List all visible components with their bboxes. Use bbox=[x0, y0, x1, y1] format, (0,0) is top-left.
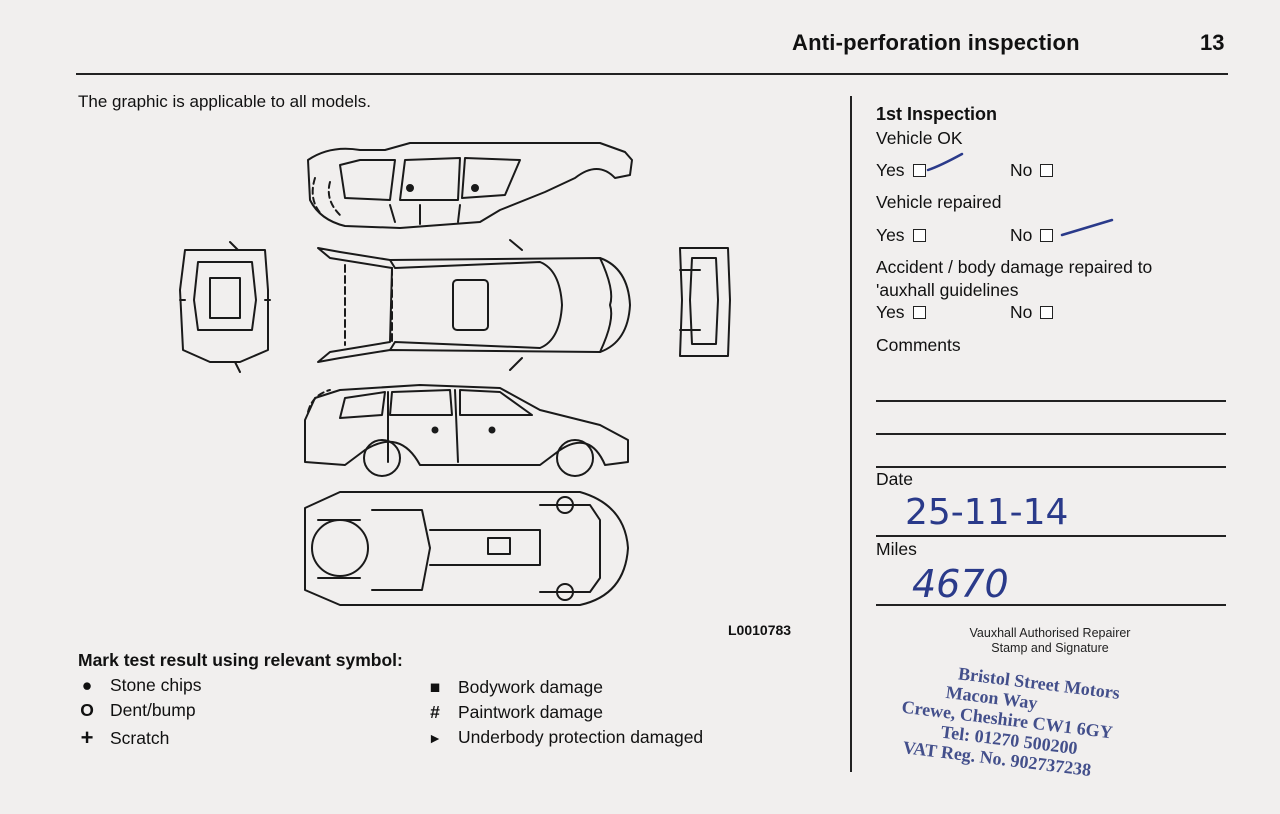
q2-yes-label: Yes bbox=[876, 225, 905, 245]
q1-no-label: No bbox=[1010, 160, 1033, 180]
legend-item-bodywork: ■ Bodywork damage bbox=[420, 677, 603, 698]
intro-text: The graphic is applicable to all models. bbox=[78, 92, 371, 111]
q3-yes-option[interactable]: Yes bbox=[876, 302, 926, 323]
q2-label: Vehicle repaired bbox=[876, 192, 1002, 212]
q1-yes-checkbox[interactable] bbox=[912, 164, 926, 177]
q2-yes-checkbox[interactable] bbox=[912, 229, 926, 242]
comments-line-1 bbox=[876, 400, 1226, 402]
figure-code: L0010783 bbox=[728, 622, 792, 638]
q1-yes-label: Yes bbox=[876, 160, 905, 180]
legend-label: Stone chips bbox=[110, 675, 202, 695]
date-label: Date bbox=[876, 469, 913, 489]
page-number: 13 bbox=[1200, 30, 1225, 55]
comments-line-3 bbox=[876, 466, 1226, 468]
legend-label: Scratch bbox=[110, 727, 170, 748]
q1-yes-tick bbox=[926, 152, 964, 172]
car-roof-view bbox=[317, 239, 631, 371]
q2-no-tick bbox=[1060, 218, 1114, 237]
page-title: Anti-perforation inspection bbox=[792, 30, 1080, 55]
legend-label: Bodywork damage bbox=[458, 677, 603, 697]
car-side-view bbox=[304, 384, 629, 477]
car-rear-view bbox=[679, 247, 731, 357]
miles-line bbox=[876, 604, 1226, 606]
legend-item-dent: O Dent/bump bbox=[72, 700, 196, 721]
q3-label-line1: Accident / body damage repaired to bbox=[876, 257, 1153, 277]
car-underbody-view bbox=[304, 491, 629, 606]
q1-no-option[interactable]: No bbox=[1010, 160, 1054, 181]
column-divider bbox=[850, 96, 852, 772]
underbody-icon: ► bbox=[428, 729, 442, 746]
date-value[interactable]: 25-11-14 bbox=[905, 492, 1069, 533]
q1-label: Vehicle OK bbox=[876, 128, 963, 148]
header-rule bbox=[76, 73, 1228, 75]
car-side-panel-top bbox=[307, 142, 633, 229]
q3-no-option[interactable]: No bbox=[1010, 302, 1054, 323]
dent-icon: O bbox=[80, 700, 94, 720]
date-line bbox=[876, 535, 1226, 537]
q2-no-label: No bbox=[1010, 225, 1033, 245]
q2-yes-option[interactable]: Yes bbox=[876, 225, 926, 246]
legend-item-scratch: + Scratch bbox=[72, 725, 170, 751]
q1-yes-option[interactable]: Yes bbox=[876, 160, 926, 181]
miles-value[interactable]: 4670 bbox=[912, 562, 1009, 606]
q3-label-line2: 'auxhall guidelines bbox=[876, 280, 1019, 300]
q1-no-checkbox[interactable] bbox=[1040, 164, 1054, 177]
bodywork-icon: ■ bbox=[429, 677, 441, 697]
legend-item-stone-chips: ● Stone chips bbox=[72, 675, 202, 696]
inspection-title: 1st Inspection bbox=[876, 104, 998, 124]
paintwork-icon: # bbox=[430, 702, 440, 722]
comments-line-2 bbox=[876, 433, 1226, 435]
q3-yes-checkbox[interactable] bbox=[912, 306, 926, 319]
q2-no-checkbox[interactable] bbox=[1040, 229, 1054, 242]
legend-label: Dent/bump bbox=[110, 700, 196, 720]
legend-item-paintwork: # Paintwork damage bbox=[420, 702, 603, 723]
q3-yes-label: Yes bbox=[876, 302, 905, 322]
legend-title: Mark test result using relevant symbol: bbox=[78, 650, 403, 670]
comments-label: Comments bbox=[876, 335, 961, 355]
car-front-view bbox=[179, 241, 271, 373]
q3-no-checkbox[interactable] bbox=[1040, 306, 1054, 319]
miles-label: Miles bbox=[876, 539, 917, 559]
scratch-icon: + bbox=[80, 725, 94, 750]
legend-label: Paintwork damage bbox=[458, 702, 603, 722]
q3-no-label: No bbox=[1010, 302, 1033, 322]
stone-chips-icon: ● bbox=[81, 675, 93, 695]
q2-no-option[interactable]: No bbox=[1010, 225, 1054, 246]
legend-item-underbody: ► Underbody protection damaged bbox=[420, 727, 703, 748]
stamp-label-line2: Stamp and Signature bbox=[991, 641, 1109, 655]
stamp-label-line1: Vauxhall Authorised Repairer bbox=[969, 626, 1131, 640]
legend-label: Underbody protection damaged bbox=[458, 727, 704, 747]
